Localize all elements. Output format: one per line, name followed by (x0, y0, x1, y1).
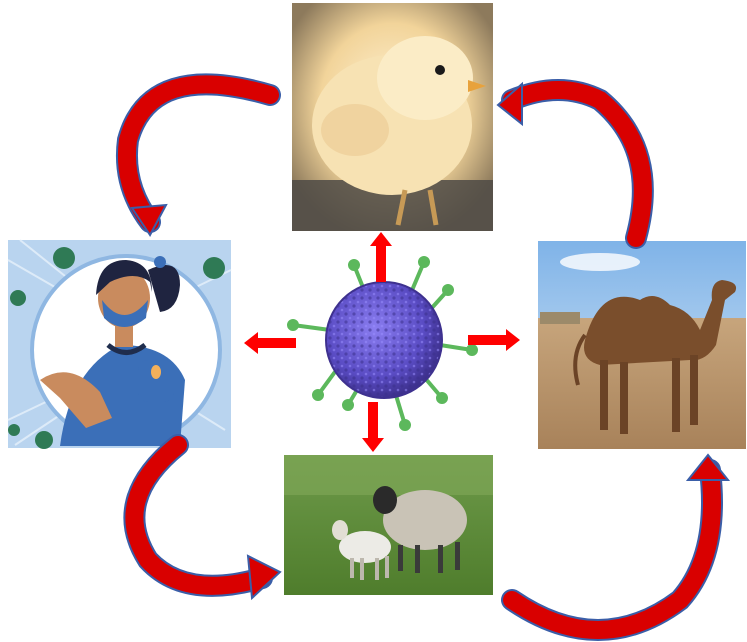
cycle-arrow-camel-to-chick (498, 84, 643, 238)
spread-arrow-to-person (244, 332, 296, 354)
chick-panel (292, 3, 493, 231)
sheep-panel (284, 455, 493, 595)
person-panel (8, 240, 231, 449)
spread-arrow-to-sheep (362, 402, 384, 452)
cycle-arrow-sheep-to-camel (512, 455, 728, 630)
virus-icon (326, 282, 442, 398)
cycle-arrow-person-to-sheep (134, 445, 280, 598)
cycle-arrow-chick-to-person (127, 84, 270, 235)
center-virus (289, 258, 476, 429)
camel-panel (538, 241, 746, 449)
spread-arrow-to-chick (370, 232, 392, 282)
